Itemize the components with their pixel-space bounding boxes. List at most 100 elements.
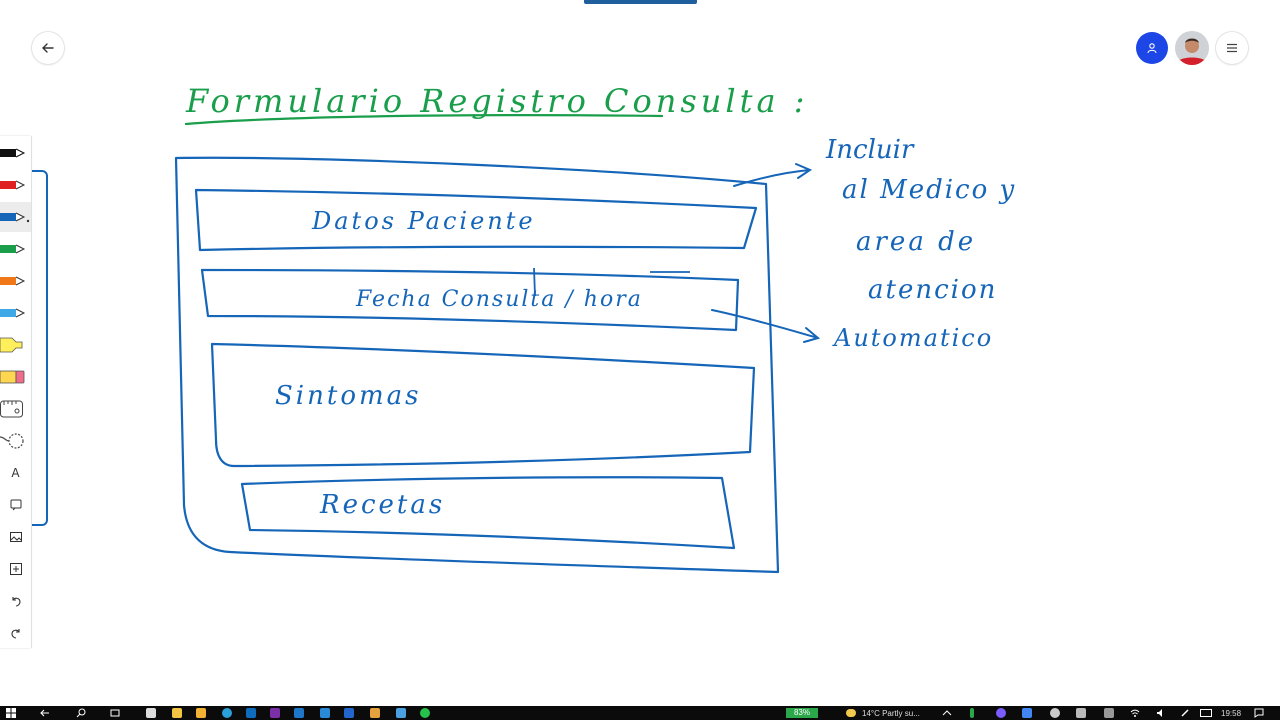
add-tool-icon bbox=[9, 563, 22, 575]
search-icon bbox=[76, 708, 86, 718]
tray-icon-3[interactable] bbox=[1022, 706, 1032, 720]
volume-button[interactable] bbox=[1156, 706, 1166, 720]
tool-text[interactable]: A bbox=[0, 458, 31, 488]
tool-pen-orange[interactable] bbox=[0, 266, 31, 296]
menu-button[interactable] bbox=[1216, 32, 1248, 64]
onenote-icon bbox=[270, 708, 280, 718]
tool-eraser[interactable] bbox=[0, 362, 31, 392]
task-view-icon bbox=[110, 709, 120, 717]
top-tab-indicator[interactable] bbox=[584, 0, 697, 4]
tray-icon-6[interactable] bbox=[1104, 706, 1114, 720]
notification-center-button[interactable] bbox=[1254, 706, 1264, 720]
tray-icon-2[interactable] bbox=[996, 706, 1006, 720]
note-line-1: Incluir bbox=[825, 135, 915, 165]
tool-add[interactable] bbox=[0, 554, 31, 584]
tool-pen-green[interactable] bbox=[0, 234, 31, 264]
tool-shape[interactable] bbox=[0, 490, 31, 520]
person-icon bbox=[1147, 43, 1157, 54]
taskbar-search-button[interactable] bbox=[76, 706, 86, 720]
tool-pen-black[interactable] bbox=[0, 138, 31, 168]
app-icon bbox=[344, 708, 354, 718]
app-icon bbox=[320, 708, 330, 718]
section-label-4: Recetas bbox=[319, 490, 445, 520]
start-button[interactable] bbox=[6, 706, 16, 720]
wifi-icon bbox=[1130, 709, 1140, 717]
tray-status-icon bbox=[970, 708, 974, 718]
note-line-3: area de bbox=[856, 227, 976, 257]
taskbar-app-notes[interactable] bbox=[172, 706, 182, 720]
note-line-5: Automatico bbox=[832, 324, 993, 352]
drive-icon bbox=[1022, 708, 1032, 718]
tool-image[interactable] bbox=[0, 522, 31, 552]
taskbar-app-whatsapp[interactable] bbox=[420, 706, 430, 720]
tray-app-icon bbox=[1076, 708, 1086, 718]
clock[interactable]: 19:58 bbox=[1221, 706, 1241, 720]
tool-pen-blue[interactable] bbox=[0, 202, 31, 232]
tray-app-icon bbox=[996, 708, 1006, 718]
section-box-1 bbox=[194, 188, 758, 252]
taskbar-app-outlook[interactable] bbox=[246, 706, 256, 720]
tool-pen-lightblue[interactable] bbox=[0, 298, 31, 328]
shape-tool-icon bbox=[10, 499, 21, 511]
pen-icon bbox=[1181, 709, 1189, 717]
title-underline bbox=[184, 114, 664, 126]
weather-widget[interactable]: 14°C Partly su... bbox=[846, 706, 920, 720]
taskbar-app-c[interactable] bbox=[344, 706, 354, 720]
taskbar-app-a[interactable] bbox=[294, 706, 304, 720]
weather-text: 14°C Partly su... bbox=[862, 708, 920, 718]
pen-tray-button[interactable] bbox=[1180, 706, 1190, 720]
tray-overflow-button[interactable] bbox=[942, 706, 952, 720]
highlighter-icon bbox=[0, 337, 23, 353]
pen-lightblue-icon bbox=[0, 308, 26, 318]
back-button[interactable] bbox=[32, 32, 64, 64]
taskbar-app-edge[interactable] bbox=[222, 706, 232, 720]
tool-lasso[interactable] bbox=[0, 426, 31, 456]
tool-highlighter[interactable] bbox=[0, 330, 31, 360]
tray-icon-5[interactable] bbox=[1076, 706, 1086, 720]
hamburger-icon bbox=[1227, 43, 1237, 53]
taskbar-app-b[interactable] bbox=[320, 706, 330, 720]
tool-pen-red[interactable] bbox=[0, 170, 31, 200]
taskbar-app-onenote[interactable] bbox=[270, 706, 280, 720]
participants-button[interactable] bbox=[1136, 32, 1168, 64]
whiteboard-title: Formulario Registro Consulta : bbox=[185, 82, 809, 120]
pen-blue-icon bbox=[0, 212, 30, 223]
taskbar: 83% 14°C Partly su... 19:58 bbox=[0, 706, 1280, 720]
redo-icon bbox=[10, 629, 20, 639]
arrow-left-icon bbox=[42, 43, 54, 53]
notification-icon bbox=[1254, 708, 1264, 718]
language-indicator[interactable] bbox=[1200, 706, 1212, 720]
outlook-icon bbox=[246, 708, 256, 718]
taskbar-app-e[interactable] bbox=[396, 706, 406, 720]
tray-app-icon bbox=[1050, 708, 1060, 718]
sticky-notes-icon bbox=[172, 708, 182, 718]
eraser-icon bbox=[0, 370, 25, 384]
pen-red-icon bbox=[0, 180, 26, 190]
tool-redo[interactable] bbox=[0, 618, 31, 648]
task-view-button[interactable] bbox=[110, 706, 120, 720]
palette-bracket bbox=[32, 170, 48, 526]
taskbar-app-store[interactable] bbox=[146, 706, 156, 720]
undo-icon bbox=[11, 597, 21, 607]
tool-undo[interactable] bbox=[0, 586, 31, 616]
arrow-to-note-2 bbox=[711, 309, 821, 343]
pen-black-icon bbox=[0, 148, 26, 158]
tray-icon-1[interactable] bbox=[970, 706, 974, 720]
tray-icon-4[interactable] bbox=[1050, 706, 1060, 720]
taskbar-back-button[interactable] bbox=[40, 706, 50, 720]
chevron-up-icon bbox=[942, 710, 952, 716]
wifi-button[interactable] bbox=[1130, 706, 1140, 720]
section-2-stroke bbox=[533, 267, 690, 297]
avatar[interactable] bbox=[1175, 31, 1209, 65]
battery-indicator[interactable]: 83% bbox=[786, 708, 818, 718]
whatsapp-icon bbox=[420, 708, 430, 718]
speaker-icon bbox=[1157, 709, 1162, 717]
taskbar-app-explorer[interactable] bbox=[196, 706, 206, 720]
arrow-left-icon bbox=[40, 709, 49, 717]
section-box-4 bbox=[240, 476, 736, 550]
image-tool-icon bbox=[9, 532, 22, 542]
pen-orange-icon bbox=[0, 276, 26, 286]
taskbar-app-d[interactable] bbox=[370, 706, 380, 720]
tool-ruler[interactable] bbox=[0, 394, 31, 424]
